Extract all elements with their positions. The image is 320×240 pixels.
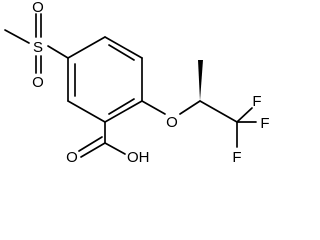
sulfonyl-oxygen-bottom-label: O	[32, 74, 44, 91]
atom-labels: S O O O O OH F F F	[32, 0, 269, 166]
wedge-bond-methyl	[198, 60, 203, 101]
ring-bond-1	[67, 36, 106, 59]
bond-methyl-sulfur	[4, 29, 30, 44]
bond-chiral-carbon-cf3	[199, 100, 238, 123]
bond-carboxyl-hydroxyl	[104, 142, 126, 155]
ether-oxygen-label: O	[166, 114, 178, 131]
cf3-bonds	[236, 107, 257, 148]
bond-carboxyl-oxygen-a	[80, 142, 106, 158]
fluorine-right-label: F	[260, 115, 269, 132]
bond-carboxyl-oxygen-b	[78, 136, 103, 152]
carboxyl-oxygen-label: O	[66, 149, 78, 166]
bond-ring-ether-oxygen	[141, 100, 166, 115]
bond-carbon-fluorine-top	[236, 107, 253, 123]
chemical-structure: S O O O O OH F F F	[4, 0, 270, 166]
bond-sulfur-ring	[47, 45, 69, 59]
sulfonyl-oxygen-top-label: O	[32, 0, 44, 16]
fluorine-top-label: F	[252, 93, 261, 110]
hydroxyl-label: OH	[127, 149, 150, 166]
fluorine-bottom-label: F	[232, 149, 241, 166]
bond-ether-oxygen-chiral-carbon	[179, 100, 201, 115]
bonds	[4, 13, 238, 158]
sulfur-label: S	[33, 39, 43, 56]
ring-bond-4	[104, 100, 143, 123]
ring-inner-bond-top	[108, 44, 135, 61]
ring-bond-5	[67, 100, 106, 123]
ring-inner-bond-bottom	[108, 98, 135, 115]
ring-bond-2	[104, 36, 143, 59]
